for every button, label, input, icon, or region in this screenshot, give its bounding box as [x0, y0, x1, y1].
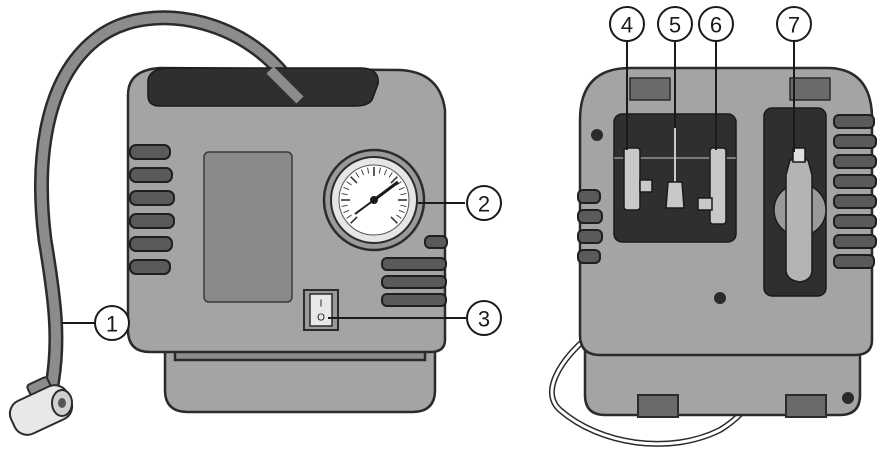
- gauge-tick: [390, 176, 398, 184]
- gauge-tick: [350, 176, 358, 184]
- callout-4-label: 4: [621, 13, 633, 38]
- callout-7-label: 7: [788, 13, 800, 38]
- callout-4: 4: [609, 6, 645, 42]
- gauge-tick: [343, 209, 350, 214]
- rear-right-vents: [833, 114, 877, 269]
- hose-chuck: [8, 376, 74, 436]
- gauge-tick: [346, 181, 352, 186]
- gauge-tick: [360, 169, 365, 176]
- callout-7: 7: [776, 6, 812, 42]
- gauge-tick: [341, 193, 348, 196]
- switch-on-symbol: I: [320, 299, 323, 310]
- callout-1: 1: [94, 305, 130, 341]
- carry-handle: [147, 67, 379, 107]
- gauge-tick: [398, 186, 405, 191]
- gauge-tick: [350, 216, 358, 224]
- gauge-tick: [355, 172, 360, 178]
- gauge-tick: [390, 216, 398, 224]
- compressor-rear-view: [548, 66, 877, 447]
- right-vents: [381, 235, 448, 307]
- label-panel: [203, 151, 293, 303]
- gauge-tick: [378, 167, 381, 174]
- callout-6: 6: [698, 6, 734, 42]
- callout-2: 2: [466, 185, 502, 221]
- callout-5: 5: [657, 6, 693, 42]
- gauge-tick: [383, 169, 388, 176]
- cigarette-lighter-plug: [785, 159, 813, 283]
- gauge-tick: [396, 181, 402, 186]
- gauge-tick: [400, 193, 407, 196]
- rear-left-vents: [577, 189, 603, 264]
- gauge-tick: [398, 209, 405, 214]
- callout-3-label: 3: [478, 307, 490, 332]
- compressor-front-view: I O: [8, 10, 448, 436]
- gauge-tick: [343, 186, 350, 191]
- adapter-compartment: [613, 113, 737, 243]
- adapter-needle-5: [665, 128, 685, 209]
- plug-compartment: [763, 107, 827, 297]
- callout-2-label: 2: [478, 192, 490, 217]
- gauge-tick: [346, 214, 352, 219]
- power-switch: I O: [303, 289, 339, 331]
- callout-5-label: 5: [669, 13, 681, 38]
- adapter-valve-4: [623, 147, 653, 211]
- gauge-tick: [341, 204, 348, 207]
- pressure-gauge: [322, 148, 426, 252]
- gauge-tick: [396, 214, 402, 219]
- switch-off-symbol: O: [317, 313, 325, 324]
- gauge-tick: [367, 167, 370, 174]
- gauge-tick: [400, 204, 407, 207]
- gauge-tick: [388, 172, 393, 178]
- callout-6-label: 6: [710, 13, 722, 38]
- left-vents: [129, 144, 175, 275]
- callout-3: 3: [466, 300, 502, 336]
- callout-1-label: 1: [106, 312, 118, 337]
- leader-lines: [62, 42, 795, 324]
- adapter-nozzle-6: [697, 147, 727, 225]
